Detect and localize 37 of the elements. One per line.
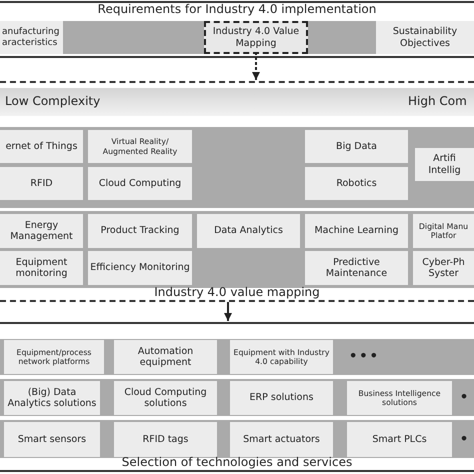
technology-box: Smart sensors	[4, 422, 100, 457]
section-panel	[0, 322, 474, 472]
ellipsis-box: •••	[333, 339, 474, 375]
technology-box: Sustainability Objectives	[376, 21, 474, 54]
technology-box: Smart actuators	[230, 422, 333, 457]
complexity-label: High Com	[408, 94, 467, 108]
complexity-label: Low Complexity	[5, 94, 100, 108]
technology-box: Product Tracking	[88, 214, 192, 248]
technology-box: Equipment monitoring	[0, 251, 83, 285]
section-panel	[0, 1, 474, 58]
technology-box: RFID	[0, 167, 83, 200]
section-title: Industry 4.0 value mapping	[153, 286, 321, 299]
technology-box: anufacturing aracteristics	[0, 21, 63, 54]
technology-box: Energy Management	[0, 214, 83, 248]
technology-box: Automation equipment	[114, 340, 217, 374]
technology-box: Robotics	[305, 167, 408, 200]
complexity-band	[0, 88, 474, 116]
arrow	[224, 302, 232, 321]
technology-box: ernet of Things	[0, 130, 83, 163]
technology-box: ERP solutions	[230, 381, 333, 415]
technology-box: Big Data	[305, 130, 408, 163]
dashed-box: Industry 4.0 Value Mapping	[204, 21, 308, 54]
technology-box: (Big) Data Analytics solutions	[4, 381, 100, 415]
technology-box: Smart PLCs	[347, 422, 452, 457]
technology-box: Machine Learning	[305, 214, 408, 248]
technology-box: Cyber-Ph Syster	[413, 251, 474, 285]
technology-box: Artifi Intellig	[415, 148, 474, 181]
arrow	[252, 52, 260, 80]
technology-box: RFID tags	[114, 422, 217, 457]
technology-box: Efficiency Monitoring	[88, 251, 192, 285]
technology-box: Cloud Computing solutions	[114, 381, 217, 415]
technology-box: Cloud Computing	[88, 167, 192, 200]
section-panel	[0, 81, 474, 302]
technology-box: Predictive Maintenance	[305, 251, 408, 285]
section-title: Requirements for Industry 4.0 implementation	[96, 3, 378, 16]
section-title: Selection of technologies and services	[120, 456, 354, 469]
technology-box: Data Analytics	[197, 214, 300, 248]
